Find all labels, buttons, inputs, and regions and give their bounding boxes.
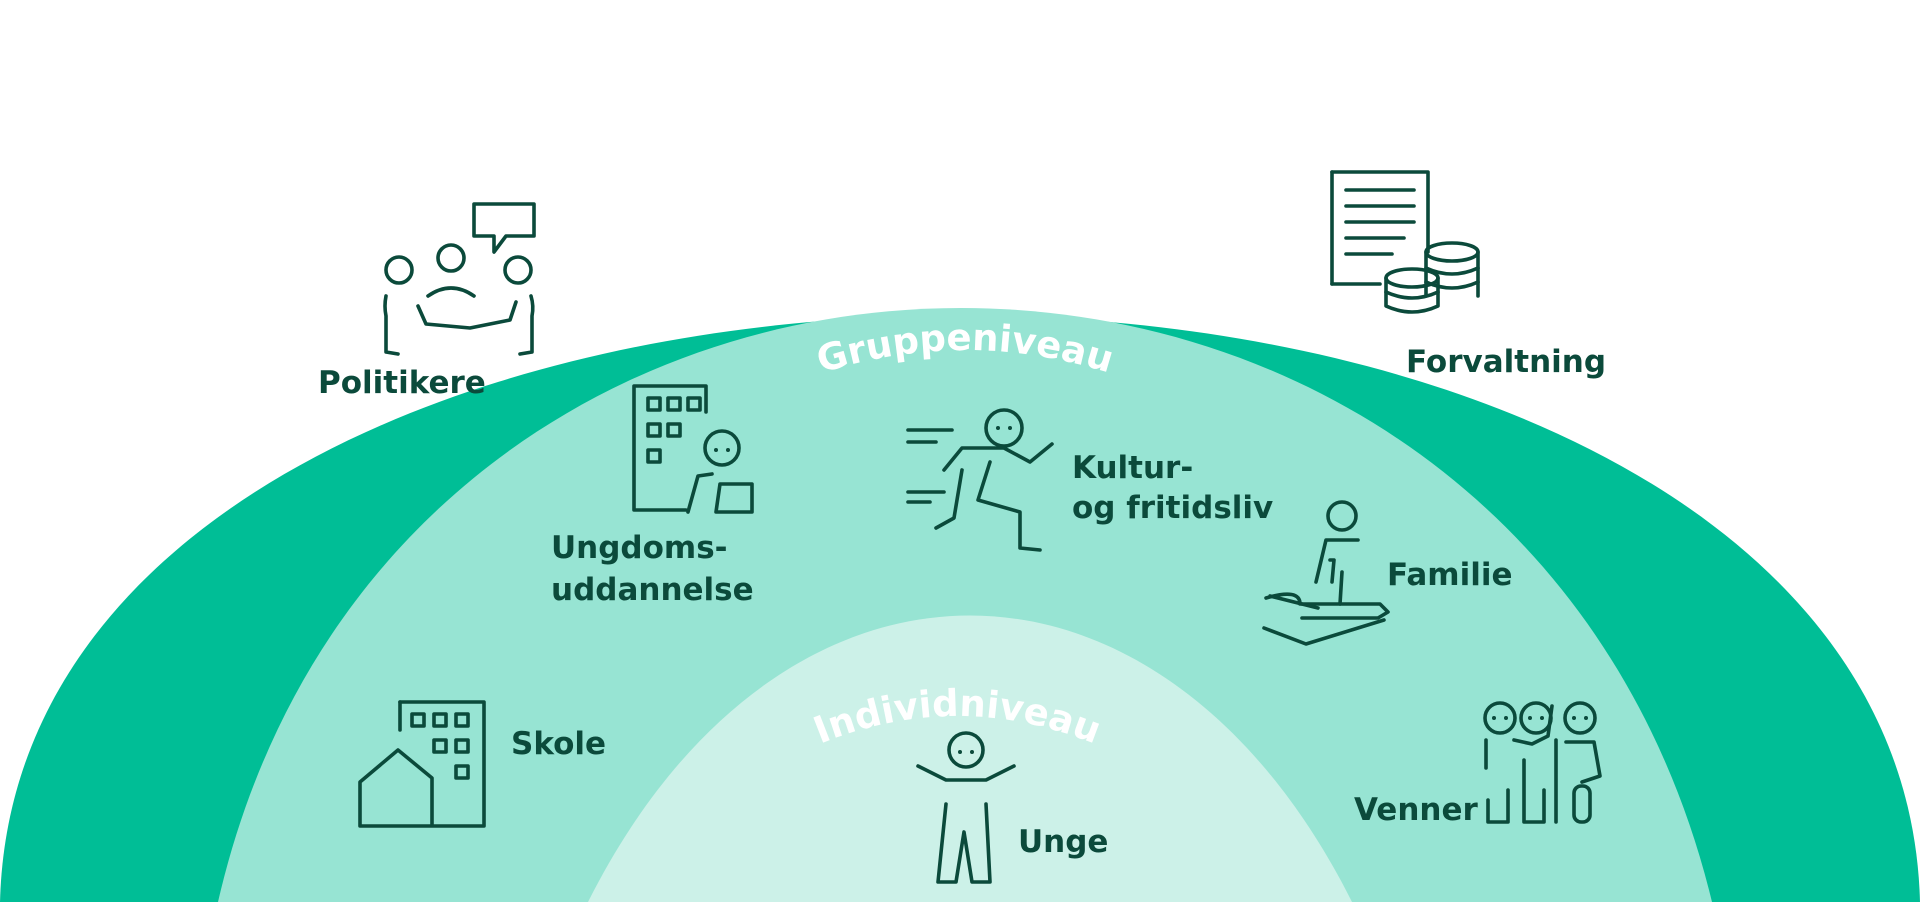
school-label: Skole — [511, 726, 606, 762]
meeting-speech-bubble-icon — [383, 202, 536, 356]
individual-ring — [588, 615, 1352, 902]
politicians-label: Politikere — [318, 365, 486, 401]
building-person-laptop-icon — [632, 384, 754, 514]
hand-holding-person-icon — [1262, 500, 1390, 646]
culture-leisure-label-line2: og fritidsliv — [1072, 490, 1273, 526]
group-ring — [218, 308, 1712, 902]
group-of-friends-icon — [1483, 701, 1602, 824]
friends-label: Venner — [1354, 792, 1478, 828]
culture-leisure-label-line1: Kultur- — [1072, 450, 1193, 486]
school-building-icon — [358, 700, 486, 828]
young-person-icon — [916, 731, 1016, 884]
society-level-title: Samfundsniveau — [767, 35, 1163, 103]
youth-education-label-line2: uddannelse — [551, 572, 754, 608]
youth-label: Unge — [1018, 824, 1108, 860]
family-label: Familie — [1387, 557, 1512, 593]
document-coins-icon — [1330, 170, 1480, 314]
administration-label: Forvaltning — [1406, 344, 1606, 380]
youth-education-label-line1: Ungdoms- — [551, 530, 728, 566]
running-person-icon — [906, 408, 1054, 552]
